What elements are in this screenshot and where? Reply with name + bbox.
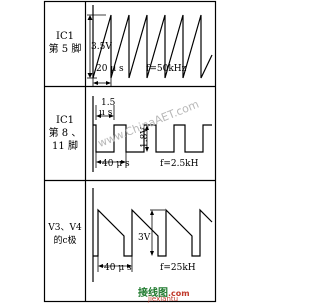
row2-frequency: f=2.5kH — [160, 159, 199, 169]
diagram-canvas: 3.5V 20 μ s f=50kHz 1.5 μ s 1.8V — [43, 0, 217, 303]
row3-amplitude: 3V — [138, 233, 151, 243]
trapezoid-trace — [93, 208, 213, 257]
row2-waveform: 1.5 μ s 1.8V 40 μ s f=2.5kH — [92, 96, 212, 172]
row3-frequency: f=25kH — [160, 263, 196, 273]
row2-amplitude: 1.8V — [140, 127, 150, 148]
sawtooth-trace — [92, 14, 213, 79]
row1-amplitude: 3.5V — [91, 42, 112, 52]
row1-label-line2: 第 5 脚 — [48, 44, 82, 55]
row1-period-arrowheads — [93, 81, 111, 85]
row3-period: 40 μ s — [104, 263, 132, 273]
row2-pulse-width: 1.5 — [101, 98, 116, 108]
row1-waveform: 3.5V 20 μ s f=50kHz — [87, 5, 213, 86]
row1-label: IC1 第 5 脚 — [45, 30, 85, 56]
row3-label: V3、V4 的c极 — [45, 222, 85, 248]
row2-period: 40 μ s — [102, 159, 130, 169]
logo-text: 接线图 — [138, 288, 168, 299]
outer-border — [43, 0, 217, 303]
url-watermark: jiexiantu — [148, 295, 179, 303]
row3-label-line2: 的c极 — [53, 236, 77, 246]
row2-label-line3: 11 脚 — [52, 141, 78, 152]
row2-width-arrowheads — [96, 114, 114, 118]
row1-period: 20 μ s — [96, 64, 124, 74]
row3-amp-arrowheads — [150, 210, 154, 256]
row2-pulse-width-unit: μ s — [99, 108, 113, 118]
row3-label-line1: V3、V4 — [48, 223, 82, 233]
row3-waveform: 3V 40 μ s f=25kH — [92, 188, 213, 282]
row1-frequency: f=50kHz — [146, 64, 187, 74]
row2-label: IC1 第 8 、 11 脚 — [45, 114, 85, 153]
waveform-diagram: 3.5V 20 μ s f=50kHz 1.5 μ s 1.8V — [43, 0, 217, 303]
logo-watermark: 接线图.com — [138, 284, 190, 299]
row1-label-line1: IC1 — [56, 31, 74, 42]
row2-label-line2: 第 8 、 — [48, 128, 82, 139]
logo-site: .com — [168, 289, 190, 298]
table-frame — [43, 0, 217, 303]
row2-label-line1: IC1 — [56, 115, 74, 126]
